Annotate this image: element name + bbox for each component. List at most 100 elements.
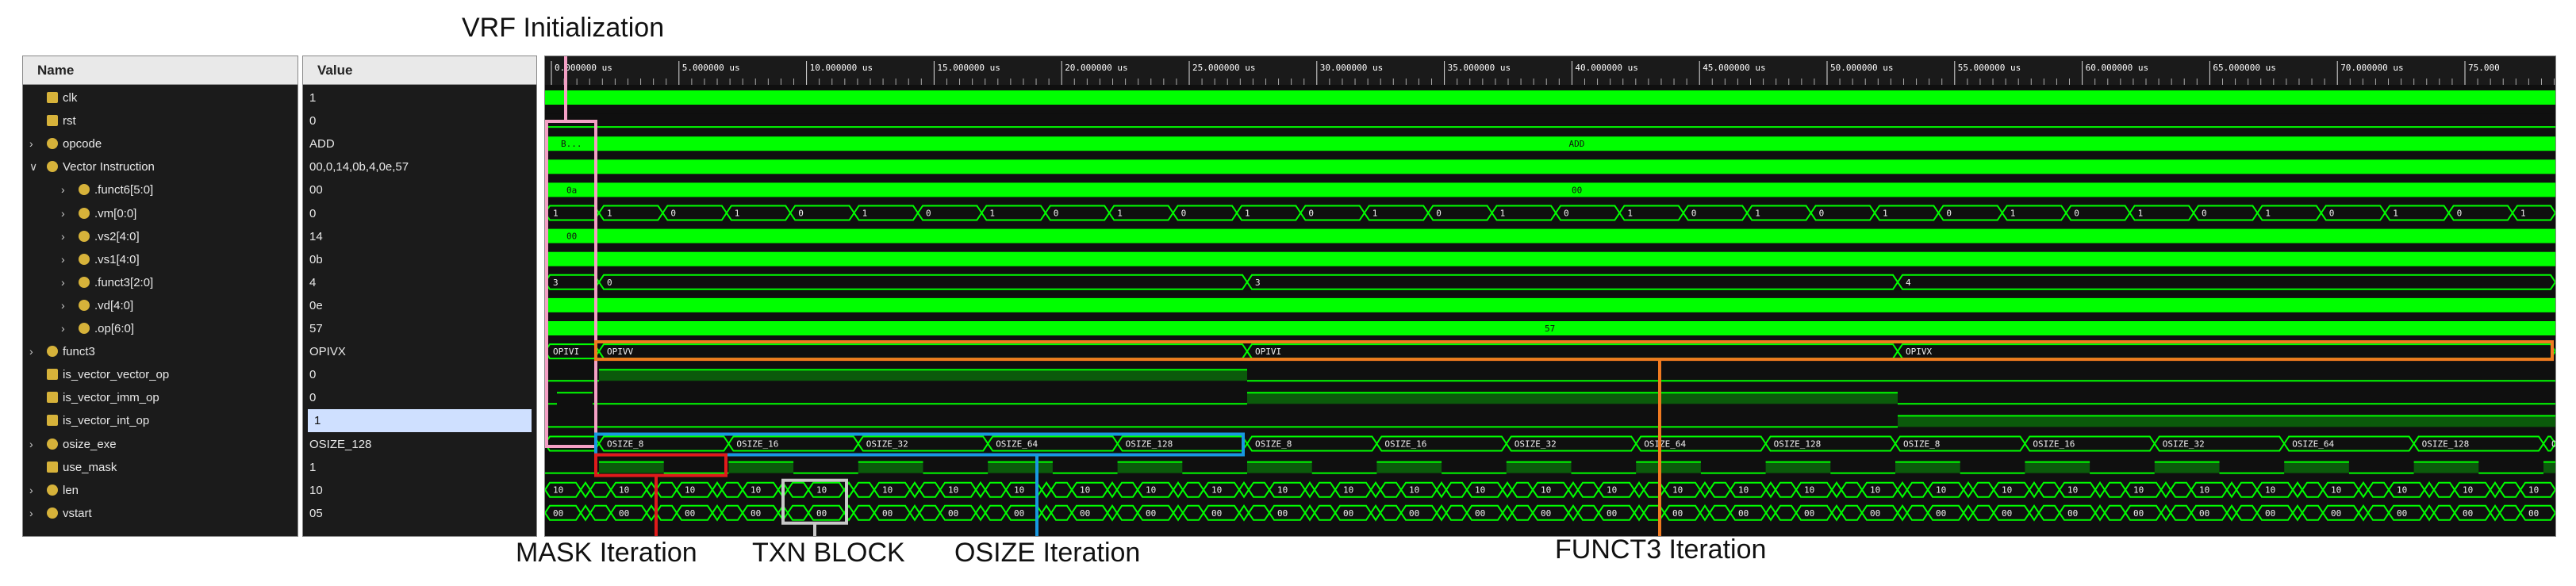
signal-row[interactable]: › .vs2[4:0] xyxy=(23,225,298,248)
signal-name: clk xyxy=(63,91,78,105)
signal-name: .vs2[4:0] xyxy=(94,229,140,243)
bus-value-label: 00 xyxy=(1475,508,1485,519)
signal-row[interactable]: ›osize_exe xyxy=(23,433,298,456)
signal-row[interactable]: use_mask xyxy=(23,456,298,479)
collapse-chevron-icon[interactable]: ∨ xyxy=(29,160,38,174)
bus-value-segment xyxy=(2423,504,2436,522)
bus-value-label: 1 xyxy=(1245,209,1250,219)
bus-value-segment xyxy=(597,343,1249,360)
signal-row[interactable]: is_vector_vector_op xyxy=(23,363,298,386)
signal-value[interactable]: 00 xyxy=(309,183,323,197)
signal-value[interactable]: 1 xyxy=(308,409,532,433)
bus-value-label: 10 xyxy=(2265,485,2275,496)
bus-value-segment xyxy=(2235,504,2259,521)
signal-row[interactable]: ›.op[6:0] xyxy=(23,317,298,340)
bus-value-label: 1 xyxy=(2265,209,2271,219)
expand-chevron-icon[interactable]: › xyxy=(61,206,65,220)
bus-value-segment xyxy=(1040,481,1053,499)
bus-value-label: 00 xyxy=(1870,508,1880,519)
signal-value[interactable]: 14 xyxy=(309,229,323,243)
signal-value[interactable]: 1 xyxy=(309,460,317,474)
signal-row[interactable]: ›.vd[4:0] xyxy=(23,294,298,317)
bus-value-label: 00 xyxy=(1541,508,1551,519)
expand-chevron-icon[interactable]: › xyxy=(61,183,65,197)
bus-value-label: 10 xyxy=(882,485,893,496)
bus-value-segment xyxy=(599,136,2555,151)
signal-value[interactable]: OPIVX xyxy=(309,345,346,359)
signal-row[interactable]: ›.vs1[4:0] xyxy=(23,248,298,271)
signal-row[interactable]: › len xyxy=(23,479,298,502)
signal-row[interactable]: is_vector_int_op xyxy=(23,409,298,432)
signal-value[interactable]: 05 xyxy=(309,506,323,520)
bus-value-label: 0 xyxy=(2329,209,2335,219)
funct3-iteration-box xyxy=(594,340,2554,362)
bus-value-label: 1 xyxy=(1500,209,1506,219)
bus-value-label: 1 xyxy=(2393,209,2398,219)
signal-value[interactable]: OSIZE_128 xyxy=(309,437,372,451)
name-column-header[interactable]: Name xyxy=(23,56,298,85)
expand-chevron-icon[interactable]: › xyxy=(61,252,65,266)
bus-value-segment xyxy=(1567,481,1580,499)
bus-value-label: 10 xyxy=(2331,485,2341,496)
value-column-header[interactable]: Value xyxy=(303,56,536,85)
bus-signal-icon xyxy=(47,484,58,496)
mask-iteration-label: MASK Iteration xyxy=(516,538,697,568)
bus-value-segment xyxy=(1106,504,1119,522)
bus-value-segment xyxy=(2037,504,2061,521)
bus-segment xyxy=(545,113,2555,128)
bus-value-segment xyxy=(1247,481,1271,498)
time-ruler xyxy=(545,56,2555,85)
bus-value-label: OSIZE_128 xyxy=(1774,439,1822,450)
bus-value-segment xyxy=(2169,504,2193,521)
signal-row[interactable]: ›.vm[0:0] xyxy=(23,202,298,225)
bus-value-label: 0 xyxy=(1691,209,1697,219)
signal-row[interactable]: ›funct3 xyxy=(23,340,298,363)
signal-value[interactable]: 0 xyxy=(309,368,317,382)
signal-value[interactable]: 0 xyxy=(309,391,317,405)
expand-chevron-icon[interactable]: › xyxy=(61,322,65,335)
signal-value[interactable]: 57 xyxy=(309,322,323,335)
bus-value-segment xyxy=(2432,504,2456,521)
signal-value[interactable]: 0 xyxy=(309,114,317,128)
expand-chevron-icon[interactable]: › xyxy=(29,345,33,358)
signal-row[interactable]: ›opcode xyxy=(23,132,298,155)
signal-row[interactable]: ›vstart xyxy=(23,502,298,525)
bus-value-segment xyxy=(1501,481,1514,499)
expand-chevron-icon[interactable]: › xyxy=(29,483,33,496)
signal-value[interactable]: ADD xyxy=(309,137,335,151)
signal-row[interactable]: is_vector_imm_op xyxy=(23,386,298,409)
expand-chevron-icon[interactable]: › xyxy=(29,137,33,151)
bus-value-label: OPIVI xyxy=(1255,347,1281,357)
bit-high-fill xyxy=(599,370,1247,381)
bus-value-segment xyxy=(2028,481,2040,499)
signal-value[interactable]: 0b xyxy=(309,252,323,266)
expand-chevron-icon[interactable]: › xyxy=(29,437,33,450)
expand-chevron-icon[interactable]: › xyxy=(61,275,65,289)
signal-row[interactable]: ∨Vector Instruction xyxy=(23,155,298,178)
signal-value[interactable]: 0e xyxy=(309,298,323,312)
expand-chevron-icon[interactable]: › xyxy=(61,229,65,243)
bus-signal-icon xyxy=(47,346,58,358)
signal-row[interactable]: ›.funct6[5:0] xyxy=(23,178,298,201)
time-tick-label: 45.000000 us xyxy=(1703,63,1765,73)
signal-value[interactable]: 1 xyxy=(309,91,317,105)
signal-value[interactable]: 4 xyxy=(309,275,317,289)
signal-value[interactable]: 0 xyxy=(309,206,317,220)
signal-name: .funct3[2:0] xyxy=(94,275,154,289)
signal-value[interactable]: 10 xyxy=(309,483,323,497)
signal-name: len xyxy=(63,483,79,497)
expand-chevron-icon[interactable]: › xyxy=(29,506,33,519)
signal-row[interactable]: rst xyxy=(23,109,298,132)
bus-value-segment xyxy=(655,504,678,521)
signal-row[interactable]: › .funct3[2:0] xyxy=(23,271,298,294)
expand-chevron-icon[interactable]: › xyxy=(61,298,65,312)
signal-value[interactable]: 00,0,14,0b,4,0e,57 xyxy=(309,160,409,174)
time-tick-label: 75.000 xyxy=(2468,63,2500,73)
bus-value-segment xyxy=(2357,481,2370,499)
bus-value-label: 00 xyxy=(619,508,629,519)
signal-row[interactable]: clk xyxy=(23,86,298,109)
